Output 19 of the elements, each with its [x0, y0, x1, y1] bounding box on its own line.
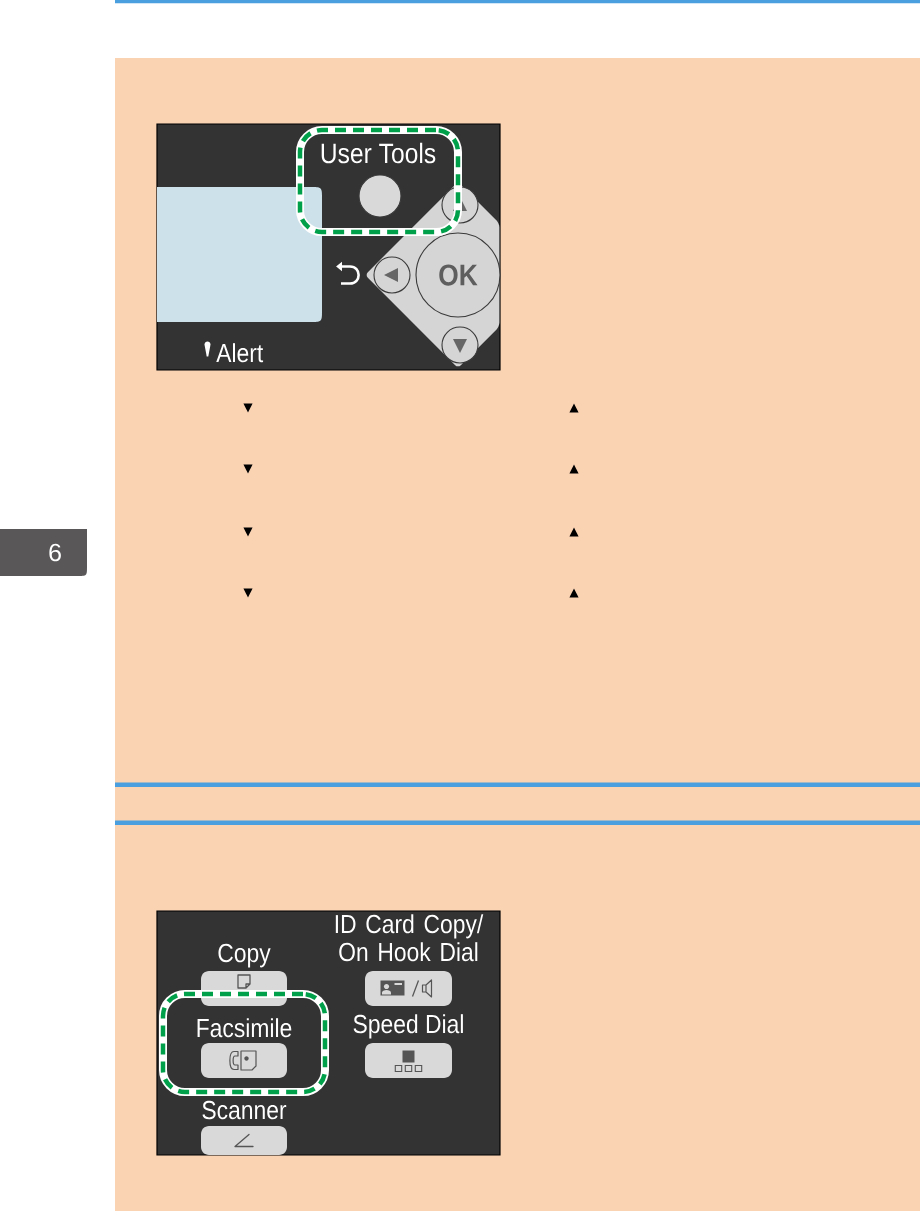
button-label: User Tools — [321, 142, 436, 164]
highlight-frame — [296, 126, 462, 236]
key-symbol: ▼ — [243, 403, 253, 413]
key-symbol: ▼ — [243, 527, 253, 537]
display-screen — [157, 187, 322, 322]
highlight-frame — [159, 990, 329, 1096]
button-label: Scanner — [202, 1100, 287, 1120]
key-symbol: ▲ — [569, 464, 579, 474]
button-label: ID Card Copy/ On Hook Dial — [335, 914, 484, 962]
key-symbol: ▲ — [569, 403, 579, 413]
key-symbol: ▼ — [243, 464, 253, 474]
key-symbol: ▲ — [569, 527, 579, 537]
key-symbol: ▼ — [243, 588, 253, 598]
chapter-tab: 6 — [0, 529, 87, 576]
button-label: Copy — [218, 943, 271, 968]
button-label: Facsimile — [197, 1018, 292, 1038]
ok-button: OK — [415, 232, 501, 318]
key-symbol: ▲ — [569, 588, 579, 598]
button-label: Speed Dial — [353, 1014, 463, 1039]
